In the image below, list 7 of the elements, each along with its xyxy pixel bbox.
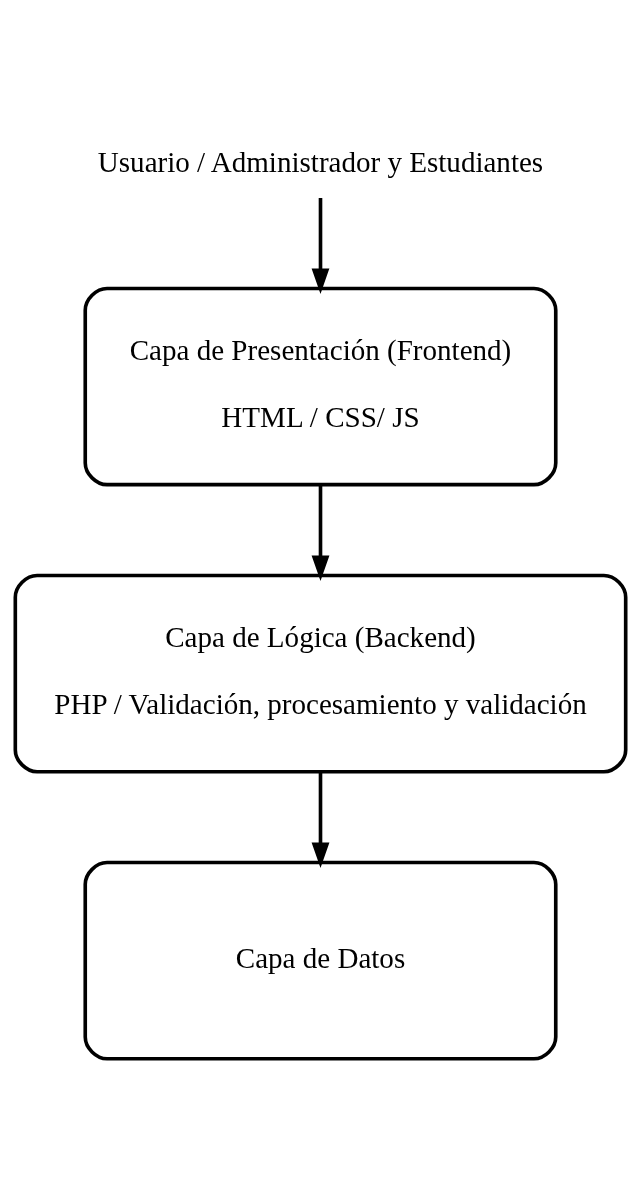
arrow bbox=[311, 771, 330, 868]
node-text: Usuario / Administrador y Estudiantes bbox=[97, 145, 544, 178]
node-box: Capa de Lógica (Backend) PHP / Validación, procesamiento y validación bbox=[13, 573, 628, 774]
arrow bbox=[311, 197, 330, 294]
node-box: Capa de Datos bbox=[83, 860, 558, 1061]
node-box: Capa de Presentación (Frontend) HTML / CSS/ JS bbox=[83, 286, 558, 486]
arrow bbox=[311, 484, 330, 581]
